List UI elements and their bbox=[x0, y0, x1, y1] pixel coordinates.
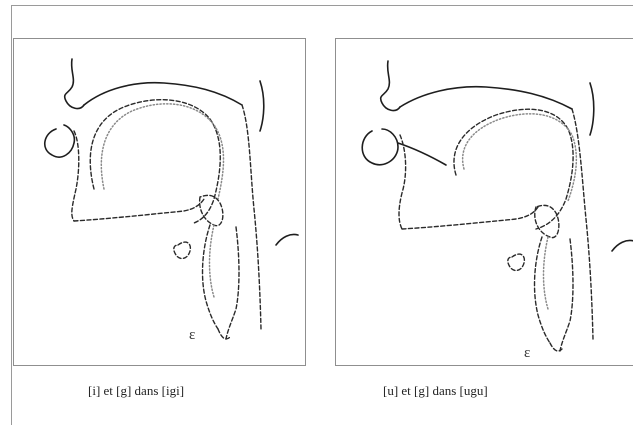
tongue-contour-2 bbox=[101, 104, 223, 199]
upper-lip-profile bbox=[65, 59, 84, 108]
larynx-front bbox=[535, 237, 550, 343]
tongue-contour-1 bbox=[90, 100, 220, 223]
page-top-rule bbox=[11, 5, 633, 6]
pharyngeal-wall-top bbox=[260, 81, 264, 131]
larynx-bottom bbox=[550, 343, 562, 351]
larynx-back bbox=[226, 227, 239, 339]
larynx-front-2 bbox=[210, 225, 215, 297]
lower-lip bbox=[362, 129, 398, 165]
figure-caption-ugu: [u] et [g] dans [ugu] bbox=[383, 383, 488, 399]
larynx-front-2 bbox=[544, 237, 549, 309]
neck-contour bbox=[612, 240, 633, 251]
figure-caption-igi: [i] et [g] dans [igi] bbox=[88, 383, 184, 399]
vocal-tract-figure-ugu: ɛ bbox=[335, 38, 633, 366]
palate-outline bbox=[84, 83, 242, 105]
jaw-line bbox=[74, 199, 204, 221]
incisors bbox=[399, 135, 406, 229]
jaw-line bbox=[402, 207, 538, 229]
vocal-tract-tracing-igi: ɛ bbox=[14, 39, 305, 365]
larynx-back bbox=[560, 239, 573, 351]
epiglottis bbox=[535, 205, 559, 237]
page-left-rule bbox=[11, 5, 12, 425]
annotation-glyph: ɛ bbox=[524, 345, 530, 361]
annotation-glyph: ɛ bbox=[189, 327, 195, 343]
palate-outline bbox=[400, 87, 572, 109]
pharyngeal-wall bbox=[242, 105, 261, 329]
upper-lip-profile bbox=[381, 61, 400, 110]
vocal-tract-figure-igi: ɛ bbox=[13, 38, 306, 366]
neck-contour bbox=[276, 234, 298, 245]
hyoid-bone bbox=[508, 254, 525, 270]
hyoid-bone bbox=[174, 242, 191, 258]
lower-lip bbox=[45, 125, 75, 157]
tongue-contour-2 bbox=[463, 114, 577, 201]
pharyngeal-wall-top bbox=[590, 83, 594, 135]
vocal-tract-tracing-ugu: ɛ bbox=[336, 39, 633, 365]
